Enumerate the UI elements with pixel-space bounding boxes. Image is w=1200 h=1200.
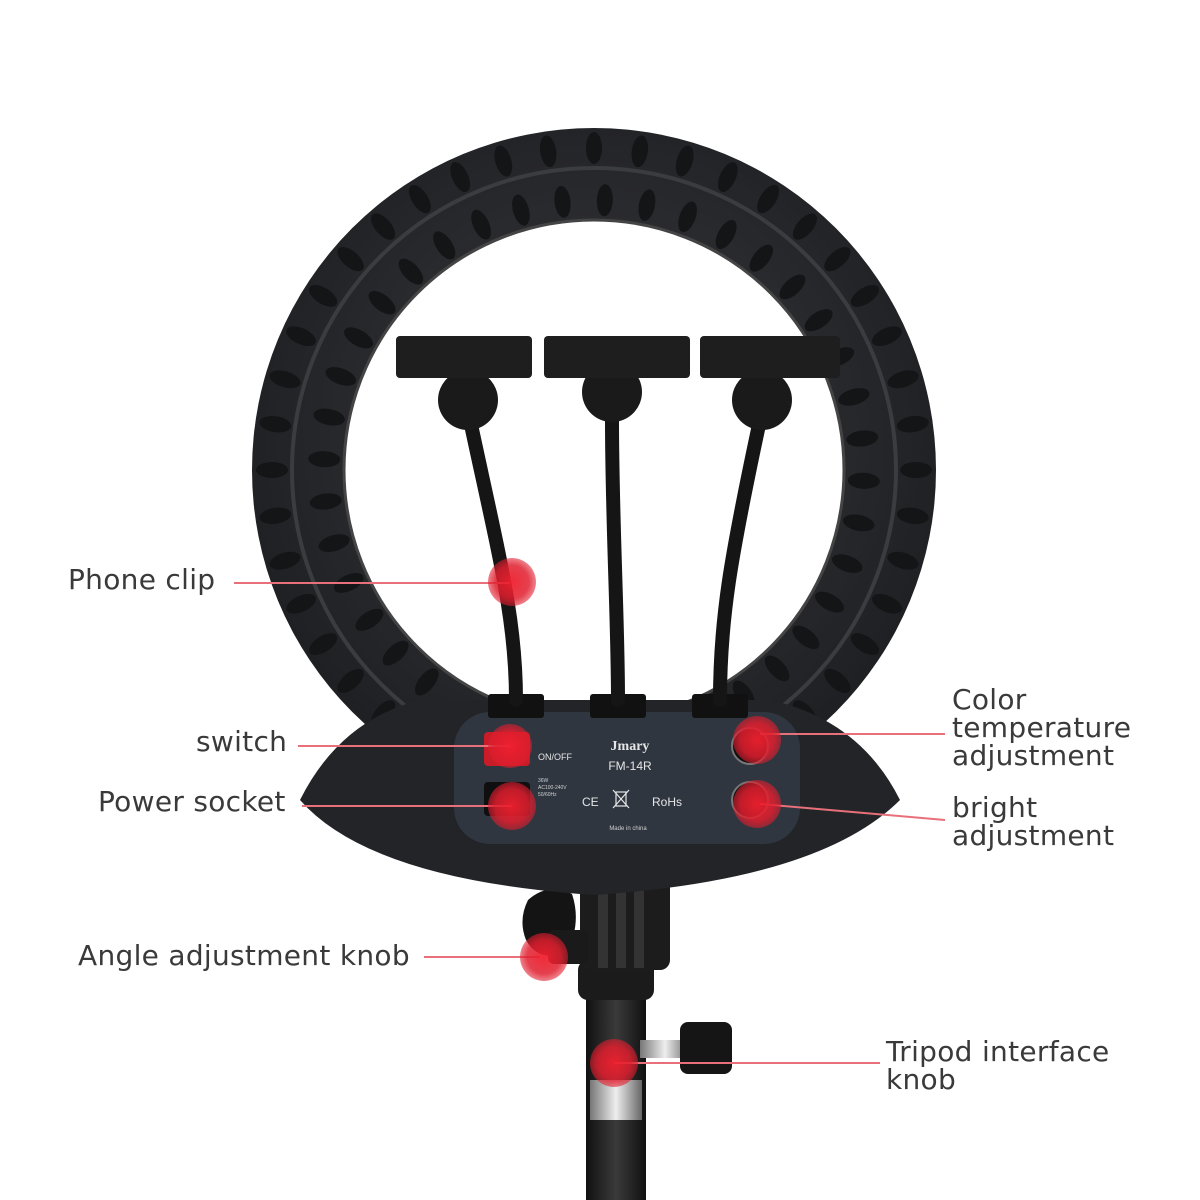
rohs-mark: RoHs [652,795,682,809]
ring-notch [382,640,409,666]
label-tripod-knob: Tripod interface knob [886,1038,1110,1094]
model-label: FM-14R [608,759,652,773]
phone-clip-left[interactable] [396,336,532,378]
phone-clip-center[interactable] [544,336,690,378]
ring-notch [308,633,338,656]
on-off-label: ON/OFF [538,752,572,762]
ring-notch [779,274,806,300]
label-tripod-line1: Tripod interface [886,1035,1110,1068]
ring-notch [638,189,656,221]
ring-notch [896,415,929,433]
ring-notch [586,132,602,164]
ring-notch [325,367,357,386]
ring-notch [749,244,774,272]
spec-power: 36W [538,778,549,784]
ring-notch [313,408,345,426]
ring-notch [843,514,875,532]
label-tripod-line2: knob [886,1063,957,1096]
ring-notch [831,554,863,573]
label-bright-line2: adjustment [952,819,1115,852]
ring-notch [850,633,880,656]
ring-notch [256,462,288,478]
ring-notch [792,213,817,240]
ring-notch [308,451,341,468]
made-in-label: Made in china [609,826,647,832]
control-panel: ON/OFF Jmary FM-14R 36W AC100-240V 50/60… [300,694,900,895]
ring-notch [398,258,424,285]
label-angle-knob: Angle adjustment knob [78,939,410,972]
ring-notch [804,309,833,332]
ring-notch [355,608,384,631]
label-switch: switch [196,725,288,758]
ring-notch [838,388,870,406]
ring-notch [337,668,364,693]
ring-notch [846,430,879,447]
ring-notch [764,655,790,682]
ring-notch [717,162,738,193]
ring-notch [847,472,880,489]
ring-notch [900,462,932,478]
phone-holders [396,336,840,707]
ring-notch [408,184,431,214]
ring-notch [871,593,902,614]
ring-notch [269,551,301,570]
label-bright-adjustment: bright adjustment [952,794,1114,850]
ring-notch [896,507,929,525]
ring-notch [471,209,491,240]
ring-notch [596,184,613,217]
ring-notch [309,493,342,510]
label-phone-clip: Phone clip [68,563,216,596]
ring-notch [269,370,301,389]
ring-notch [512,194,530,226]
ring-notch [371,213,396,240]
spec-voltage: AC100-240V [538,785,567,791]
ring-notch [678,201,697,233]
callout-dots [488,558,781,1087]
ring-notch [715,220,737,249]
ring-notch [337,247,364,272]
ring-notch [344,327,373,349]
ring-notch [368,290,396,315]
ring-notch [414,668,439,696]
label-color-temperature-line2: temperature [952,711,1132,744]
ring-notch [259,415,292,433]
ring-notch [554,185,571,218]
spec-frequency: 50/60Hz [538,792,557,798]
ring-notch [815,591,844,613]
ring-notch [631,135,649,168]
label-power-socket: Power socket [98,785,286,818]
ring-notch [887,370,919,389]
label-color-temperature-line3: adjustment [952,739,1115,772]
ring-notch [850,284,880,307]
label-color-temperature-line1: Color [952,683,1027,716]
weee-bin-icon [612,789,630,809]
ce-mark: CE [582,795,599,809]
ring-notch [824,668,851,693]
ring-notch [308,284,338,307]
tripod-knob[interactable] [640,1022,732,1074]
ring-notch [675,145,694,177]
label-bright-line1: bright [952,791,1038,824]
ring-notch [494,145,513,177]
ring-notch [286,593,317,614]
ring-notch [286,326,317,347]
ring-notch [259,507,292,525]
ring-notch [539,135,557,168]
ring-notch [450,162,471,193]
ring-notch [757,184,780,214]
brand-logo-text: Jmary [611,739,650,754]
ring-notch [824,247,851,272]
ring-notch [887,551,919,570]
label-color-temperature: Color temperature adjustment [952,686,1131,770]
ring-notch [871,326,902,347]
ring-notch [433,231,456,260]
phone-clip-right[interactable] [700,336,840,378]
ring-notch [792,625,820,650]
ring-notch [318,534,350,552]
